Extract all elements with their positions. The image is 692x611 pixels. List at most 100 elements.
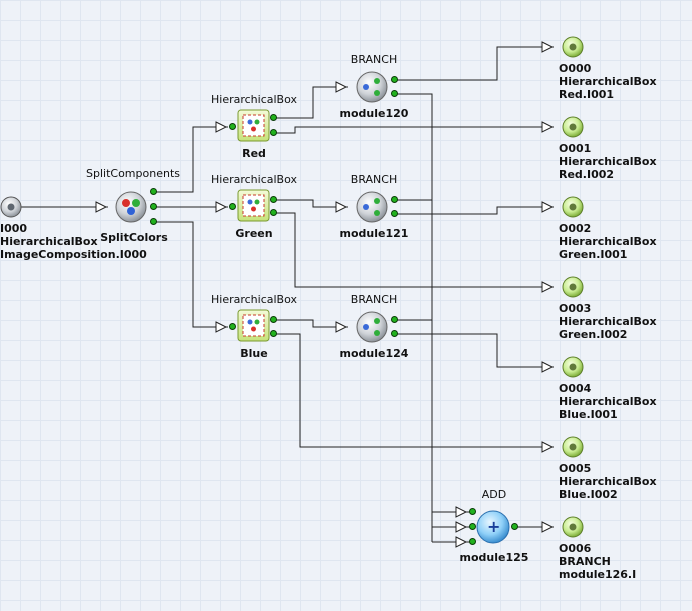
- arrow-icon: [455, 506, 468, 518]
- output-node-o000[interactable]: [562, 36, 584, 58]
- output-dot-icon: [569, 283, 577, 291]
- hb-red-title: HierarchicalBox: [210, 93, 298, 106]
- output-target-label: module126.I: [559, 568, 637, 581]
- output-type-label: HierarchicalBox: [559, 395, 657, 408]
- output-node-o006[interactable]: [562, 516, 584, 538]
- arrow-icon: [541, 121, 554, 133]
- hierarchy-icon: [247, 319, 260, 332]
- wire-branch120-add: [395, 93, 433, 542]
- arrow-icon: [541, 201, 554, 213]
- add-in-port-3[interactable]: [469, 538, 476, 545]
- branch-icon: [363, 198, 380, 216]
- green-out-port-2[interactable]: [270, 209, 277, 216]
- hierarchy-icon: [247, 199, 260, 212]
- wire-branch120-o000: [395, 46, 554, 81]
- hierarchical-box-blue-node[interactable]: [237, 309, 270, 342]
- arrow-icon: [541, 361, 554, 373]
- output-node-o002[interactable]: [562, 196, 584, 218]
- branch121-out-port-2[interactable]: [391, 210, 398, 217]
- output-node-o001[interactable]: [562, 116, 584, 138]
- hb-blue-name: Blue: [240, 347, 268, 360]
- wire-branch121-o002: [395, 206, 554, 215]
- branch120-title: BRANCH: [350, 53, 398, 66]
- arrow-icon: [215, 321, 228, 333]
- branch-icon: [363, 318, 380, 336]
- branch124-title: BRANCH: [350, 293, 398, 306]
- branch124-out-port-1[interactable]: [391, 316, 398, 323]
- branch120-out-port-2[interactable]: [391, 90, 398, 97]
- output-id-label: O006: [559, 542, 592, 555]
- arrow-icon: [335, 81, 348, 93]
- split-out-port-3[interactable]: [150, 218, 157, 225]
- split-components-node[interactable]: [115, 191, 147, 223]
- hb-green-title: HierarchicalBox: [210, 173, 298, 186]
- branch121-out-port-1[interactable]: [391, 196, 398, 203]
- red-out-port-2[interactable]: [270, 129, 277, 136]
- red-in-port[interactable]: [229, 123, 236, 130]
- blue-out-port-1[interactable]: [270, 316, 277, 323]
- hierarchical-box-green-node[interactable]: [237, 189, 270, 222]
- output-target-label: Red.I001: [559, 88, 615, 101]
- wire-split-red: [154, 126, 228, 193]
- branch120-name: module120: [339, 107, 409, 120]
- input-node-i000[interactable]: [0, 196, 22, 218]
- wire-red-o001: [274, 126, 554, 134]
- hb-green-name: Green: [235, 227, 273, 240]
- hierarchical-box-red-node[interactable]: [237, 109, 270, 142]
- input-id-label: I000: [0, 222, 28, 235]
- wire-split-blue: [154, 221, 228, 328]
- arrow-icon: [335, 321, 348, 333]
- output-target-label: Blue.I002: [559, 488, 618, 501]
- arrow-icon: [541, 521, 554, 533]
- input-type-label: HierarchicalBox: [0, 235, 98, 248]
- green-in-port[interactable]: [229, 203, 236, 210]
- red-out-port-1[interactable]: [270, 114, 277, 121]
- output-node-o005[interactable]: [562, 436, 584, 458]
- branch124-out-port-2[interactable]: [391, 330, 398, 337]
- blue-out-port-2[interactable]: [270, 330, 277, 337]
- output-type-label: HierarchicalBox: [559, 475, 657, 488]
- output-node-o004[interactable]: [562, 356, 584, 378]
- arrow-icon: [541, 41, 554, 53]
- hierarchy-icon: [247, 119, 260, 132]
- output-dot-icon: [569, 203, 577, 211]
- add-out-port[interactable]: [511, 523, 518, 530]
- output-type-label: HierarchicalBox: [559, 155, 657, 168]
- arrow-icon: [95, 201, 108, 213]
- branch-module120-node[interactable]: [356, 71, 388, 103]
- input-arrowheads: [95, 41, 554, 548]
- output-node-o003[interactable]: [562, 276, 584, 298]
- wire-blue-branch124: [274, 319, 348, 328]
- green-out-port-1[interactable]: [270, 196, 277, 203]
- hb-red-name: Red: [242, 147, 266, 160]
- add-in-port-2[interactable]: [469, 523, 476, 530]
- add-module125-node[interactable]: [476, 510, 510, 544]
- blue-in-port[interactable]: [229, 323, 236, 330]
- input-target-label: ImageComposition.I000: [0, 248, 147, 261]
- output-dot-icon: [569, 123, 577, 131]
- input-dot-icon: [7, 203, 15, 211]
- wire-red-branch120: [274, 86, 348, 119]
- split-colors-icon: [122, 199, 140, 215]
- wire-blue-o005: [274, 333, 554, 448]
- wire-green-o003: [274, 212, 554, 288]
- split-out-port-1[interactable]: [150, 188, 157, 195]
- add-in-port-1[interactable]: [469, 508, 476, 515]
- plus-icon: +: [487, 517, 501, 536]
- output-dot-icon: [569, 443, 577, 451]
- output-dot-icon: [569, 43, 577, 51]
- arrow-icon: [215, 121, 228, 133]
- branch-module121-node[interactable]: [356, 191, 388, 223]
- branch-module124-node[interactable]: [356, 311, 388, 343]
- output-type-label: HierarchicalBox: [559, 75, 657, 88]
- split-out-port-2[interactable]: [150, 203, 157, 210]
- branch120-out-port-1[interactable]: [391, 76, 398, 83]
- arrow-icon: [215, 201, 228, 213]
- output-target-label: Green.I001: [559, 248, 628, 261]
- split-name: SplitColors: [100, 231, 168, 244]
- output-id-label: O003: [559, 302, 592, 315]
- output-type-label: HierarchicalBox: [559, 235, 657, 248]
- output-target-label: Red.I002: [559, 168, 615, 181]
- output-dot-icon: [569, 363, 577, 371]
